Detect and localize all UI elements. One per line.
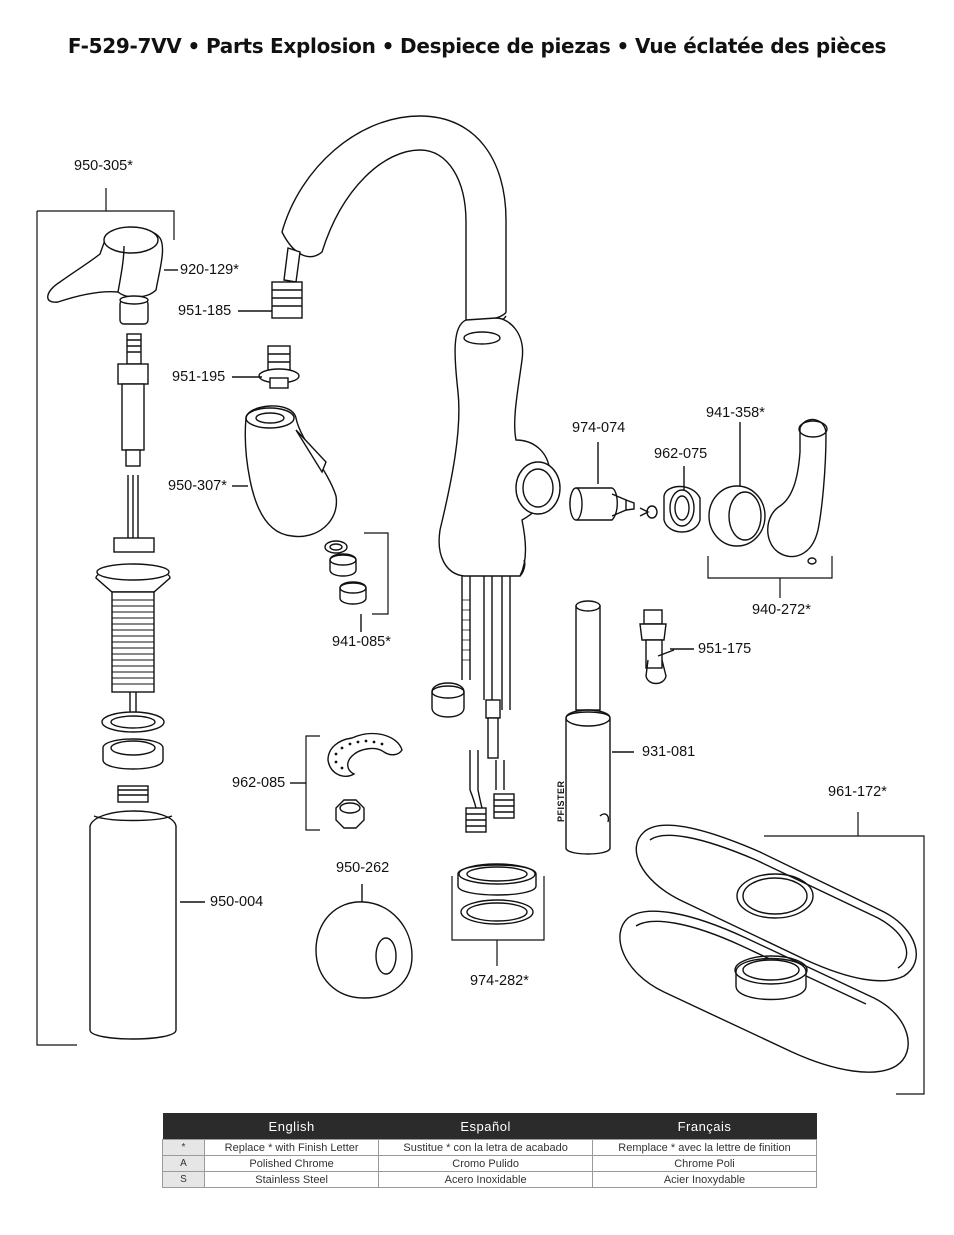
hose-clip bbox=[431, 682, 465, 718]
bracket-961-172 bbox=[764, 812, 925, 1095]
table-row: A Polished Chrome Cromo Pulido Chrome Po… bbox=[162, 1155, 817, 1172]
legend-spanish: Acero Inoxidable bbox=[378, 1171, 593, 1188]
faucet-spout bbox=[281, 115, 507, 326]
finish-legend-table: English Español Français * Replace * wit… bbox=[162, 1113, 817, 1188]
handle-group-bracket bbox=[707, 556, 833, 598]
legend-header-key bbox=[162, 1113, 205, 1140]
legend-header-spanish: Español bbox=[378, 1113, 593, 1140]
part-label-962-085: 962-085 bbox=[232, 775, 286, 791]
soap-threaded-shank bbox=[95, 537, 171, 712]
washer-nut-962-085 bbox=[327, 732, 403, 829]
part-label-940-272: 940-272* bbox=[752, 602, 811, 618]
part-label-951-195: 951-195 bbox=[172, 369, 226, 385]
legend-french: Acier Inoxydable bbox=[592, 1171, 817, 1188]
title-separator: • bbox=[616, 34, 629, 58]
soap-pump-head bbox=[47, 226, 164, 303]
part-label-974-074: 974-074 bbox=[572, 420, 626, 436]
soap-bottle bbox=[89, 785, 177, 1040]
part-label-950-004: 950-004 bbox=[210, 894, 264, 910]
legend-french: Chrome Poli bbox=[592, 1155, 817, 1172]
small-screw bbox=[639, 505, 658, 519]
bonnet-nut-962-075 bbox=[663, 485, 701, 533]
faucet-hoses bbox=[461, 576, 515, 833]
soap-collar bbox=[119, 295, 149, 325]
legend-header-english: English bbox=[204, 1113, 379, 1140]
aerator-parts bbox=[324, 532, 389, 615]
spray-head bbox=[244, 405, 338, 538]
part-label-950-307: 950-307* bbox=[168, 478, 227, 494]
part-label-951-185: 951-185 bbox=[178, 303, 232, 319]
title-model: F-529-7VV bbox=[67, 34, 182, 58]
mounting-shank-931-081 bbox=[565, 600, 611, 855]
legend-english: Replace * with Finish Letter bbox=[203, 1139, 380, 1156]
legend-spanish: Sustitue * con la letra de acabado bbox=[378, 1139, 593, 1156]
legend-english: Stainless Steel bbox=[203, 1171, 380, 1188]
legend-spanish: Cromo Pulido bbox=[378, 1155, 593, 1172]
legend-english: Polished Chrome bbox=[203, 1155, 380, 1172]
soap-washer-nut bbox=[101, 711, 165, 770]
lever-handle bbox=[767, 418, 828, 565]
part-label-941-085: 941-085* bbox=[332, 634, 391, 650]
title-english: Parts Explosion bbox=[205, 34, 376, 58]
legend-key: S bbox=[162, 1171, 205, 1188]
title-french: Vue éclatée des pièces bbox=[634, 34, 887, 58]
part-label-931-081: 931-081 bbox=[642, 744, 696, 760]
part-label-950-262: 950-262 bbox=[336, 860, 390, 876]
cartridge-974-074 bbox=[569, 487, 635, 521]
title-separator: • bbox=[381, 34, 395, 58]
side-part-951-175 bbox=[639, 609, 675, 685]
bracket-962-085 bbox=[305, 735, 320, 831]
legend-key: * bbox=[162, 1139, 205, 1156]
part-label-974-282: 974-282* bbox=[470, 973, 529, 989]
hose-fitting-951-185 bbox=[271, 247, 303, 319]
deck-plate-bottom bbox=[619, 910, 909, 1073]
button-cap-950-262 bbox=[315, 901, 413, 999]
soap-pump-stem bbox=[117, 333, 149, 540]
hose-fitting-951-195 bbox=[258, 345, 300, 389]
part-label-962-075: 962-075 bbox=[654, 446, 708, 462]
title-spanish: Despiece de piezas bbox=[400, 34, 611, 58]
brand-mark: PFISTER bbox=[556, 780, 566, 822]
table-row: S Stainless Steel Acero Inoxidable Acier… bbox=[162, 1171, 817, 1188]
table-row: * Replace * with Finish Letter Sustitue … bbox=[162, 1139, 817, 1156]
soap-dispenser-bracket bbox=[36, 188, 175, 1046]
legend-french: Remplace * avec la lettre de finition bbox=[592, 1139, 817, 1156]
page-title: F-529-7VV•Parts Explosion•Despiece de pi… bbox=[0, 34, 954, 58]
deck-plate-top bbox=[635, 824, 917, 982]
part-label-951-175: 951-175 bbox=[698, 641, 752, 657]
part-label-920-129: 920-129* bbox=[180, 262, 239, 278]
legend-header-french: Français bbox=[592, 1113, 817, 1140]
bracket-974-282 bbox=[451, 876, 545, 966]
escutcheon-941-358 bbox=[708, 485, 766, 547]
part-label-950-305: 950-305* bbox=[74, 158, 133, 174]
title-separator: • bbox=[187, 34, 200, 58]
faucet-body bbox=[438, 317, 561, 577]
part-label-941-358: 941-358* bbox=[706, 405, 765, 421]
legend-key: A bbox=[162, 1155, 205, 1172]
legend-header-row: English Español Français bbox=[162, 1113, 817, 1140]
gasket-974-282 bbox=[457, 863, 537, 925]
part-label-961-172: 961-172* bbox=[828, 784, 887, 800]
